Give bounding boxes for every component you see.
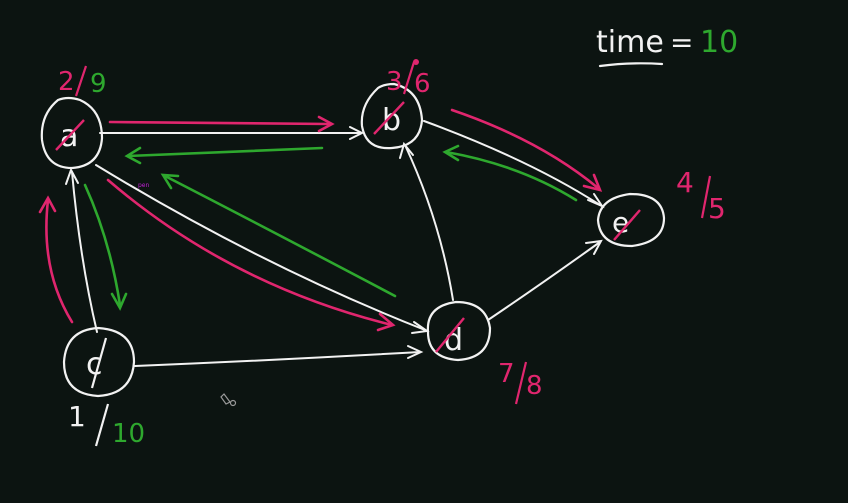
node-b-dot <box>413 59 419 65</box>
node-c-label: c <box>86 347 103 382</box>
node-a-strike <box>55 119 85 151</box>
green-arrow-a-to-c-head <box>110 292 128 311</box>
graph-edges <box>65 120 605 367</box>
node-e-discover: 4 <box>676 166 694 199</box>
green-arrow-e-to-b <box>444 150 578 202</box>
node-b-slash <box>402 61 416 95</box>
node-c: c 1 10 <box>62 326 145 449</box>
node-a-slash <box>74 65 88 97</box>
node-e-strike <box>613 209 641 241</box>
pen-cursor-icon <box>220 393 237 407</box>
node-c-strike <box>90 337 108 389</box>
edge-a-d <box>95 164 426 331</box>
edge-d-e-arrowhead <box>585 239 603 255</box>
pink-arrow-a-to-d-head <box>376 312 396 332</box>
green-arrow-d-to-a-head <box>160 173 180 190</box>
time-equals: = <box>670 26 693 59</box>
edge-d-e <box>487 241 601 321</box>
edge-b-e-arrowhead <box>587 193 605 209</box>
green-arrow-b-to-a-head <box>124 146 142 165</box>
node-d: d 7 8 <box>426 300 543 405</box>
edge-c-d-arrowhead <box>407 345 424 359</box>
edge-c-a-arrowhead <box>65 167 79 185</box>
node-a-finish: 9 <box>90 69 107 99</box>
node-a-discover: 2 <box>58 67 75 97</box>
pen-cursor-label: pen <box>138 182 150 189</box>
node-b-discover: 3 <box>386 67 403 97</box>
edge-d-b-arrowhead <box>399 141 414 159</box>
node-e-circle <box>596 192 666 248</box>
node-d-circle <box>426 300 492 362</box>
node-a-circle <box>40 96 104 170</box>
node-b-finish: 6 <box>414 69 431 99</box>
node-d-strike <box>435 317 465 353</box>
pink-arrow-a-to-d <box>106 178 394 327</box>
time-value: 10 <box>700 25 738 60</box>
green-backtrack-arrows <box>83 144 578 311</box>
node-c-slash <box>94 403 110 447</box>
edge-d-b <box>404 144 454 301</box>
pink-arrow-c-to-a-head <box>38 195 57 214</box>
node-b-strike <box>373 101 405 135</box>
node-d-slash <box>514 361 528 405</box>
node-c-discover: 1 <box>68 400 86 433</box>
pink-traversal-arrows <box>38 108 603 332</box>
node-a: a 2 9 <box>40 65 107 170</box>
green-arrow-d-to-a <box>163 174 397 298</box>
node-d-discover: 7 <box>498 359 515 389</box>
pink-arrow-b-to-e-head <box>582 173 603 192</box>
green-arrow-e-to-b-head <box>442 144 460 162</box>
edge-c-d <box>134 351 421 367</box>
node-e-label: e <box>612 206 629 239</box>
node-d-finish: 8 <box>526 371 543 401</box>
node-d-label: d <box>444 323 463 358</box>
edge-c-a <box>71 171 98 333</box>
node-b-circle <box>360 82 424 150</box>
edge-a-b-arrowhead <box>349 126 365 140</box>
node-b: b 3 6 <box>360 59 431 150</box>
time-label: time <box>596 25 664 60</box>
node-e-finish: 5 <box>708 192 726 225</box>
pink-arrow-b-to-e <box>450 108 600 190</box>
pink-arrow-c-to-a <box>45 198 74 324</box>
pink-arrow-a-to-b <box>108 120 332 126</box>
edge-b-e <box>423 120 601 206</box>
time-underline <box>598 62 664 68</box>
node-e: e 4 5 <box>596 166 726 248</box>
green-arrow-a-to-c <box>83 183 122 307</box>
node-e-slash <box>700 175 712 219</box>
node-c-finish: 10 <box>112 419 145 449</box>
time-header: time = 10 <box>596 25 738 68</box>
node-c-circle <box>62 326 136 398</box>
green-arrow-b-to-a <box>126 146 324 158</box>
pink-arrow-a-to-b-head <box>317 115 335 133</box>
